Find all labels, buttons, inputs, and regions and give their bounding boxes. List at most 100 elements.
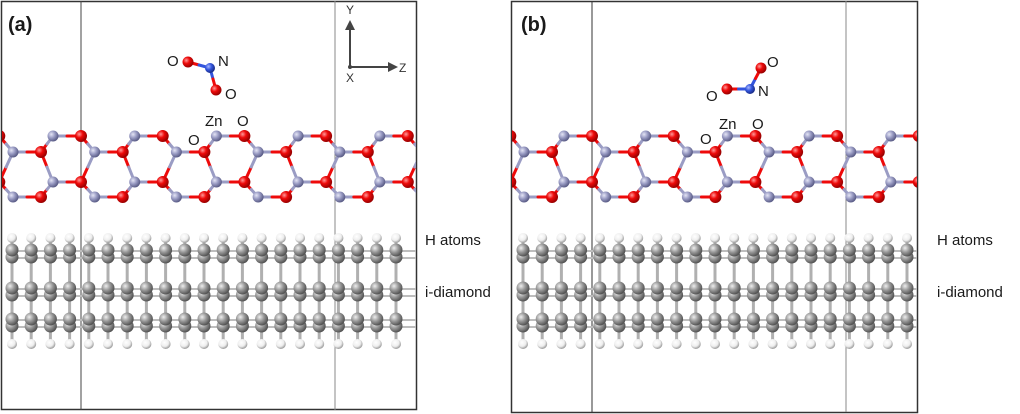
h-atom bbox=[45, 233, 56, 243]
h-atom bbox=[314, 233, 325, 243]
c-atom bbox=[516, 281, 530, 295]
zn-atom bbox=[437, 147, 448, 158]
h-atom bbox=[83, 339, 94, 349]
c-atom bbox=[727, 281, 741, 295]
c-atom bbox=[24, 243, 38, 257]
zn-atom bbox=[437, 192, 448, 203]
c-atom bbox=[370, 312, 384, 326]
panel-a-frame bbox=[0, 0, 418, 411]
c-atom bbox=[881, 312, 895, 326]
zn-atom bbox=[47, 130, 59, 142]
c-atom bbox=[235, 281, 249, 295]
c-atom bbox=[804, 243, 818, 257]
h-atom bbox=[199, 339, 209, 349]
bond bbox=[476, 182, 482, 190]
o-atom bbox=[238, 176, 251, 188]
o-atom bbox=[912, 176, 917, 188]
c-atom bbox=[689, 281, 703, 295]
zn-atom bbox=[681, 146, 693, 158]
h-atom bbox=[729, 339, 740, 349]
h-atoms-label-b: H atoms bbox=[937, 232, 993, 249]
c-atom bbox=[593, 243, 607, 257]
o-atom bbox=[320, 176, 333, 188]
bond bbox=[926, 190, 933, 198]
h-atom bbox=[160, 339, 171, 349]
o-atom bbox=[667, 130, 680, 142]
c-atom bbox=[727, 243, 741, 257]
o-atom bbox=[35, 191, 47, 203]
c-atom bbox=[842, 281, 856, 295]
axis-label-y: Y bbox=[346, 3, 354, 17]
c-atom bbox=[900, 243, 914, 257]
h-atom bbox=[748, 233, 759, 243]
c-atom bbox=[274, 281, 288, 295]
h-atom bbox=[371, 339, 382, 349]
c-atom bbox=[370, 243, 384, 257]
zn-atom bbox=[640, 176, 652, 188]
h-atom bbox=[844, 233, 855, 243]
h-atom bbox=[256, 339, 267, 349]
o-atom bbox=[156, 176, 169, 188]
bond bbox=[926, 152, 933, 167]
label-o1: O bbox=[167, 53, 179, 70]
o-atom bbox=[198, 191, 211, 203]
o-atom bbox=[791, 191, 804, 203]
h-atom bbox=[786, 339, 797, 349]
c-atom bbox=[593, 281, 607, 295]
h-atom bbox=[633, 339, 644, 349]
c-atom bbox=[139, 312, 153, 326]
h-atom bbox=[275, 339, 286, 349]
o-atom bbox=[401, 176, 414, 188]
h-atom bbox=[103, 339, 113, 349]
label-n: N bbox=[218, 53, 229, 70]
zn-atom bbox=[600, 146, 612, 158]
c-atom bbox=[139, 243, 153, 257]
c-atom bbox=[101, 281, 115, 295]
o-atom bbox=[280, 146, 293, 158]
c-atom bbox=[293, 243, 307, 257]
h-atom bbox=[64, 339, 75, 349]
h-atom bbox=[391, 233, 401, 243]
h-atom bbox=[556, 233, 567, 243]
o-atom bbox=[912, 130, 917, 142]
h-atom bbox=[371, 233, 382, 243]
zn-atom bbox=[721, 176, 733, 188]
c-atom bbox=[612, 281, 626, 295]
c-atom bbox=[82, 243, 96, 257]
label-o2: O bbox=[767, 54, 779, 71]
o-atom bbox=[401, 130, 414, 142]
bond bbox=[512, 165, 519, 182]
h-atom bbox=[863, 233, 874, 243]
zn-atom bbox=[170, 191, 182, 203]
c-atom bbox=[120, 312, 134, 326]
c-atom bbox=[881, 281, 895, 295]
c-atom bbox=[159, 281, 173, 295]
zn-atom bbox=[252, 191, 264, 203]
axis-label-z: Z bbox=[399, 61, 406, 75]
zn-atom bbox=[885, 130, 897, 142]
h-atom bbox=[26, 339, 37, 349]
panel-a: (a) O N O Zn O O Y Z X bbox=[0, 0, 418, 411]
h-atom bbox=[122, 339, 133, 349]
o-atom bbox=[709, 146, 722, 158]
o-atom bbox=[198, 146, 211, 158]
c-atom bbox=[5, 281, 19, 295]
panel-b: (b) O N O Zn O O bbox=[437, 0, 933, 414]
h-atom bbox=[825, 233, 836, 243]
c-atom bbox=[650, 312, 664, 326]
c-atom bbox=[708, 243, 722, 257]
c-atom bbox=[746, 312, 760, 326]
c-atom bbox=[370, 281, 384, 295]
c-atom bbox=[574, 312, 588, 326]
zn-atom bbox=[334, 191, 346, 203]
o-atom bbox=[721, 83, 733, 95]
c-atom bbox=[650, 281, 664, 295]
h-atom bbox=[314, 339, 325, 349]
bond bbox=[413, 160, 416, 169]
c-atom bbox=[101, 243, 115, 257]
h-atom bbox=[652, 233, 663, 243]
label-o-right: O bbox=[752, 116, 764, 133]
axis-label-x: X bbox=[346, 71, 354, 85]
zn-atom bbox=[129, 176, 141, 188]
panel-label: (b) bbox=[521, 14, 547, 36]
